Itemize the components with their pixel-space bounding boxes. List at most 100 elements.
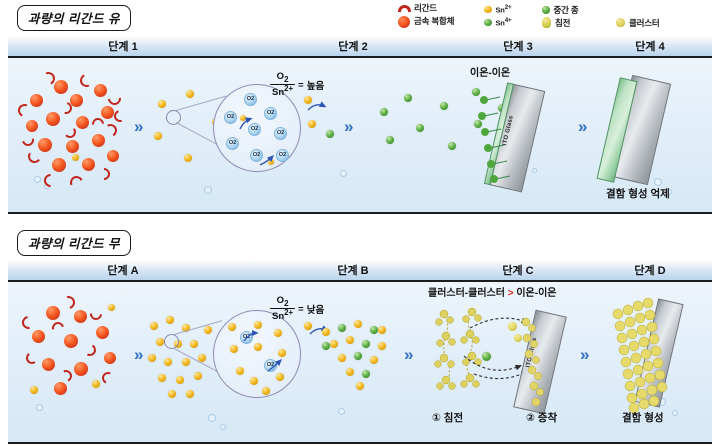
legend-label-intermediate: 중간 종 bbox=[553, 5, 579, 15]
o2-molecule: O2 bbox=[226, 137, 239, 150]
ligand bbox=[26, 148, 43, 165]
sn2-ion bbox=[304, 96, 312, 104]
sn2-dot-icon bbox=[484, 5, 492, 13]
conversion-arrows bbox=[243, 329, 282, 372]
sn2-ion bbox=[278, 349, 286, 357]
metal-complex bbox=[42, 358, 55, 371]
metal-complex bbox=[46, 112, 60, 126]
legend-item-cluster: 클러스터 bbox=[616, 17, 660, 29]
sn4-ion bbox=[474, 120, 482, 128]
panel-top-header-band: 단계 1 단계 2 단계 3 단계 4 bbox=[8, 36, 712, 58]
sn2-ion bbox=[276, 373, 284, 381]
panel-bottom-stage: » bbox=[8, 282, 712, 444]
metal-complex bbox=[66, 140, 79, 153]
metal-complex bbox=[26, 120, 38, 132]
step-head-a: 단계 A bbox=[107, 265, 139, 277]
o2-molecule: O2 bbox=[274, 127, 287, 140]
step-head-1: 단계 1 bbox=[108, 41, 138, 53]
sn2-ion bbox=[236, 367, 244, 375]
legend: 리간드 금속 복합체 Sn2+ Sn4+ 중간 종 침전 bbox=[398, 2, 718, 32]
sn2-ion bbox=[108, 304, 115, 311]
legend-label-cluster: 클러스터 bbox=[629, 18, 660, 28]
magnifier-source-circle bbox=[166, 110, 181, 125]
step-head-b: 단계 B bbox=[337, 265, 369, 277]
sn2-ion bbox=[356, 382, 364, 390]
metal-complex bbox=[46, 306, 60, 320]
sn2-ion bbox=[194, 372, 202, 380]
ligand-crescent-icon bbox=[398, 2, 411, 14]
sn2-ion bbox=[262, 387, 270, 395]
ligand bbox=[63, 125, 77, 139]
sn4-ion bbox=[472, 88, 480, 96]
bubble bbox=[36, 404, 43, 411]
sn2-ion bbox=[370, 356, 378, 364]
sn4-ion bbox=[482, 352, 491, 361]
metal-complex bbox=[94, 84, 107, 97]
sn2-ion bbox=[186, 90, 194, 98]
step-head-2: 단계 2 bbox=[338, 41, 368, 53]
arrow-stepB-to-stepC: » bbox=[404, 345, 414, 364]
magnifier-circle: O2 O2 O2 O2 O2 O2 O2 O2 bbox=[213, 84, 301, 172]
interaction-note-ion-ion-bottom: 이온-이온 bbox=[516, 288, 557, 299]
metal-complex bbox=[104, 352, 116, 364]
ratio-denominator: Sn2+ bbox=[272, 308, 294, 323]
sn2-ion bbox=[250, 377, 258, 385]
legend-item-precipitate: 침전 bbox=[542, 17, 570, 29]
legend-item-intermediate: 중간 종 bbox=[542, 4, 579, 16]
outcome-note-top: 결함 형성 억제 bbox=[606, 188, 670, 200]
legend-label-ligand: 리간드 bbox=[414, 3, 437, 13]
sn4-ion bbox=[362, 340, 370, 348]
sn2-ion bbox=[346, 336, 354, 344]
legend-item-sn4: Sn4+ bbox=[484, 17, 512, 28]
metal-complex bbox=[74, 362, 88, 376]
o2-molecule: O2 bbox=[248, 123, 261, 136]
sn2-ion bbox=[158, 100, 166, 108]
sn2-ion bbox=[254, 343, 262, 351]
sn2-ion bbox=[168, 390, 176, 398]
magnifier-source-circle bbox=[164, 334, 179, 349]
sn2-ion bbox=[330, 340, 338, 348]
ratio-fraction: O2 Sn2+ bbox=[270, 71, 296, 99]
sn2-ion bbox=[304, 322, 312, 330]
sn2-ion bbox=[186, 390, 194, 398]
sn2-ion bbox=[184, 154, 192, 162]
step-head-4: 단계 4 bbox=[635, 41, 665, 53]
sn2-ion bbox=[204, 326, 212, 334]
ratio-denominator: Sn2+ bbox=[272, 84, 294, 99]
o2-molecule: O2 bbox=[224, 111, 237, 124]
ligand bbox=[59, 293, 78, 312]
surface-bonded-ions bbox=[478, 96, 511, 183]
step-head-3: 단계 3 bbox=[503, 41, 533, 53]
sn2-ion bbox=[228, 323, 236, 331]
bubble bbox=[666, 189, 672, 195]
conversion-arrows bbox=[239, 117, 274, 166]
metal-complex bbox=[54, 80, 68, 94]
legend-label-complex: 금속 복합체 bbox=[414, 16, 455, 26]
metal-complex bbox=[101, 106, 114, 119]
ligand bbox=[82, 342, 98, 358]
interaction-note-cluster-cluster: 클러스터-클러스터 bbox=[428, 288, 505, 299]
sn2-ion bbox=[354, 320, 362, 328]
metal-complex bbox=[107, 150, 119, 162]
cluster-icon bbox=[616, 17, 625, 29]
metal-complex bbox=[52, 158, 66, 172]
o2-molecule: O2 bbox=[244, 93, 257, 106]
cluster-particle bbox=[514, 334, 522, 342]
legend-item-ligand: 리간드 bbox=[398, 2, 437, 14]
bubble bbox=[204, 186, 212, 194]
bubble bbox=[208, 414, 216, 422]
magnifier-circle: O2 O2 bbox=[213, 310, 301, 398]
sn2-ion bbox=[322, 328, 330, 336]
sn2-ion bbox=[230, 345, 238, 353]
ligand bbox=[102, 122, 119, 139]
sn2-ion bbox=[190, 340, 198, 348]
oxidation-arrow bbox=[307, 101, 327, 111]
metal-complex bbox=[30, 94, 43, 107]
arrow-step1-to-step2: » bbox=[134, 117, 144, 136]
sn4-ion bbox=[380, 108, 388, 116]
sn2-ion bbox=[164, 358, 172, 366]
bubble bbox=[34, 176, 41, 183]
step-head-c: 단계 C bbox=[502, 265, 534, 277]
rough-deposit bbox=[521, 317, 544, 407]
legend-label-sn2: Sn2+ bbox=[495, 4, 512, 15]
